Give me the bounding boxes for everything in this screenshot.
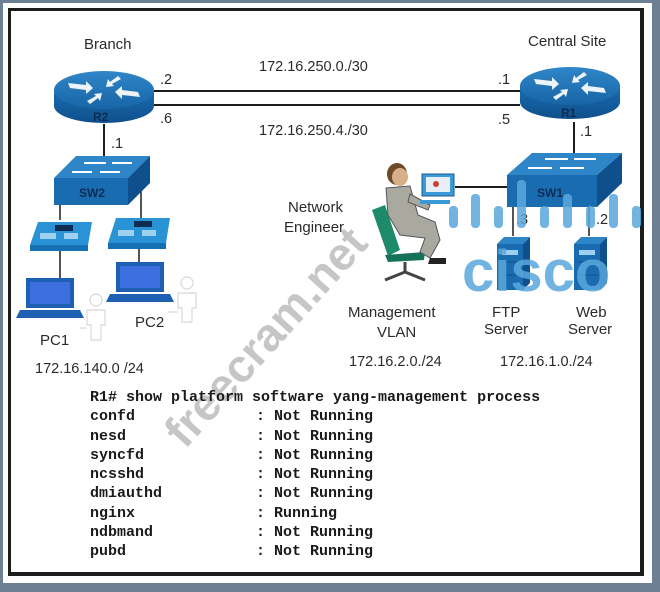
router-r1[interactable]: R1 [520,67,620,120]
router-arrows-icon [68,76,140,104]
process-status: Running [274,504,338,522]
engineer-label-line2: Engineer [284,219,344,236]
ftp-server-icon[interactable] [497,237,530,290]
process-name: dmiauthd [90,485,163,503]
process-row: nesd: Not Running [90,427,540,446]
laptop-pc1[interactable] [16,278,84,318]
cisco-logo-watermark: cisco [449,180,641,304]
engineer-label-line1: Network [288,199,344,216]
process-row: syncfd: Not Running [90,446,540,465]
process-separator: : [256,427,266,445]
process-name: ndbmand [90,524,154,542]
central-site-label: Central Site [528,33,606,50]
mgmt-label-line2: VLAN [377,324,416,341]
router-r2[interactable]: R2 [54,71,154,124]
wan1-subnet-label: 172.16.250.0./30 [259,59,368,75]
management-subnet: 172.16.2.0./24 [349,354,442,370]
r1-label: R1 [561,106,577,120]
r2-label: R2 [93,110,109,124]
web-label-line2: Server [568,321,612,338]
r2-wan1-host: .2 [160,72,172,88]
servers-subnet: 172.16.1.0./24 [500,354,593,370]
mgmt-label-line1: Management [348,304,436,321]
process-row: ndbmand: Not Running [90,523,540,542]
process-status: Not Running [274,485,374,503]
ip-phone-2[interactable] [108,218,170,249]
process-row: dmiauthd: Not Running [90,484,540,503]
process-status: Not Running [274,466,374,484]
process-separator: : [256,524,266,542]
process-separator: : [256,543,266,561]
laptop-pc2[interactable] [106,262,174,302]
wan2-subnet-label: 172.16.250.4./30 [259,123,368,139]
process-name: syncfd [90,446,145,464]
user-icon [80,293,106,341]
process-name: ncsshd [90,466,145,484]
process-row: pubd: Not Running [90,542,540,561]
process-status: Not Running [274,408,374,426]
process-row: nginx: Running [90,504,540,523]
switch-arrows-icon [528,158,596,169]
r1-wan1-host: .1 [498,72,510,88]
ftp-label-line2: Server [484,321,528,338]
r2-wan2-host: .6 [160,111,172,127]
process-separator: : [256,466,266,484]
process-row: ncsshd: Not Running [90,465,540,484]
process-status: Not Running [274,427,374,445]
pc1-label: PC1 [40,332,69,349]
r1-wan2-host: .5 [498,112,510,128]
switch-arrows-icon [72,162,132,173]
branch-label: Branch [84,36,132,53]
cli-output: R1# show platform software yang-manageme… [90,388,540,562]
process-name: pubd [90,543,127,561]
web-label-line1: Web [576,304,607,321]
cisco-wordmark: cisco [462,239,610,304]
switch-sw1[interactable]: SW1 [507,153,622,207]
process-separator: : [256,504,266,522]
cli-command: R1# show platform software yang-manageme… [90,389,541,406]
web-server-icon[interactable] [574,237,607,290]
ip-phone-1[interactable] [30,222,92,251]
process-status: Not Running [274,524,374,542]
process-row: confd: Not Running [90,407,540,426]
network-engineer-icon[interactable] [372,163,455,282]
sw1-label: SW1 [537,186,563,200]
branch-lan-subnet: 172.16.140.0 /24 [35,361,144,377]
router-arrows-icon [534,72,606,100]
process-status: Not Running [274,543,374,561]
process-name: nginx [90,504,136,522]
switch-sw2[interactable]: SW2 [54,156,150,205]
pc2-label: PC2 [135,314,164,331]
process-name: nesd [90,427,127,445]
user-icon [168,276,197,323]
process-separator: : [256,485,266,503]
r1-lan-host: .1 [580,124,592,140]
web-host: .2 [596,212,608,228]
process-separator: : [256,446,266,464]
r2-lan-host: .1 [111,136,123,152]
process-name: confd [90,408,136,426]
ftp-label-line1: FTP [492,304,520,321]
process-separator: : [256,408,266,426]
process-status: Not Running [274,446,374,464]
sw2-label: SW2 [79,186,105,200]
